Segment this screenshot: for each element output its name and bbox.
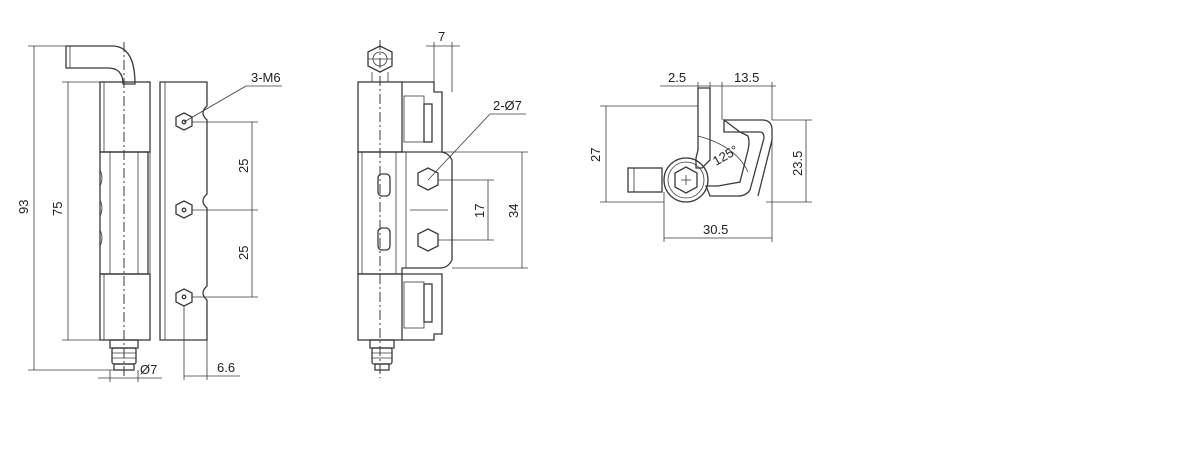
side-hole-bottom [417,228,439,252]
side-view: 7 2-Ø7 17 34 [357,29,528,378]
dim-pin-diameter: Ø7 [140,362,157,377]
knuckle-top [99,81,151,153]
top-view: 125° 2.5 13.5 27 23.5 30.5 [588,70,812,242]
dim-30-5: 30.5 [703,222,728,237]
dim-7: 7 [438,29,445,44]
pin-bent-top [65,45,136,85]
top-view-left-leaf [695,87,711,169]
dim-25-bottom: 25 [236,246,251,260]
knuckle-bottom [99,273,151,341]
dim-23-5: 23.5 [790,151,805,176]
angle-125: 125° [710,142,741,168]
label-2-holes-diameter: 2-Ø7 [493,98,522,113]
dim-27: 27 [588,148,603,162]
side-hole-top [417,167,439,191]
label-3-m6: 3-M6 [251,70,281,85]
m6-hole-middle [175,200,193,219]
m6-hole-bottom [175,288,193,307]
dim-93: 93 [16,200,31,214]
dim-34: 34 [506,204,521,218]
side-middle-leaf [357,151,453,275]
dim-13-5: 13.5 [734,70,759,85]
dim-75: 75 [50,202,65,216]
top-view-right-leaf [705,118,765,197]
front-leaf-plate [159,81,208,341]
dim-2-5: 2.5 [668,70,686,85]
dim-6-6: 6.6 [217,360,235,375]
m6-hole-top [175,112,193,131]
top-view-knuckle [663,157,709,203]
dim-17: 17 [472,204,487,218]
dim-25-top: 25 [236,159,251,173]
top-view-pin-stub [627,167,663,193]
front-view: 3-M6 93 75 25 25 Ø7 6.6 [16,42,282,382]
